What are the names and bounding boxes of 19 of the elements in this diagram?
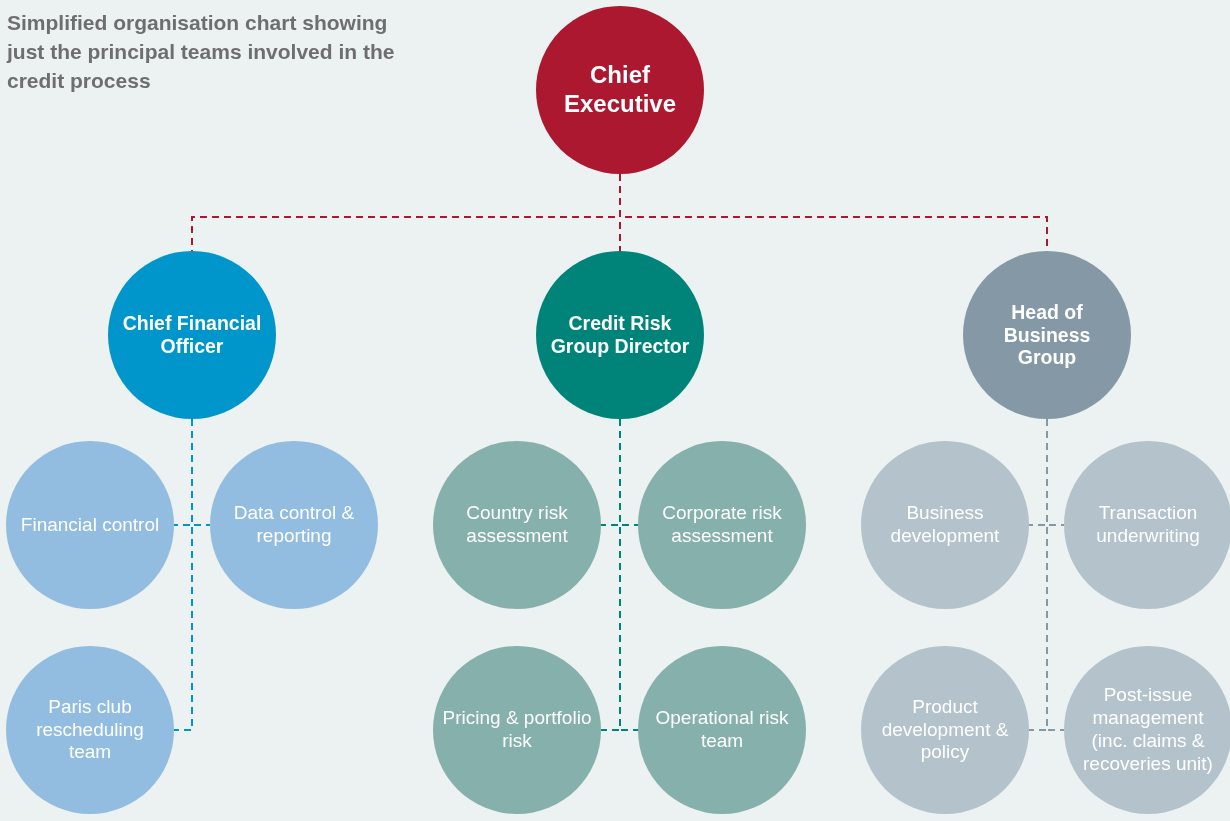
role-title: Chief Executive bbox=[562, 61, 678, 119]
team-name: Paris club rescheduling team bbox=[35, 695, 145, 765]
role-title: Head of Business Group bbox=[1002, 300, 1092, 370]
team-name: Post-issue management (inc. claims & recoveries unit) bbox=[1082, 684, 1214, 776]
team-name: Corporate risk assessment bbox=[661, 502, 783, 548]
team-name: Country risk assessment bbox=[465, 502, 569, 548]
chart-title: Simplified organisation chart showing just the principal teams involved in the credit process bbox=[7, 10, 396, 94]
connector-line bbox=[1046, 418, 1065, 731]
team-name: Product development & policy bbox=[880, 695, 1010, 765]
team-name: Pricing & portfolio risk bbox=[442, 707, 592, 753]
team-name: Business development bbox=[889, 502, 1001, 548]
connector-line bbox=[619, 418, 639, 731]
team-name: Data control & reporting bbox=[232, 502, 356, 548]
team-name: Transaction underwriting bbox=[1095, 502, 1201, 548]
role-title: Credit Risk Group Director bbox=[550, 312, 690, 358]
connector-line bbox=[173, 418, 193, 731]
team-name: Operational risk team bbox=[654, 707, 790, 753]
team-name: Financial control bbox=[20, 513, 160, 537]
role-title: Chief Financial Officer bbox=[122, 312, 262, 358]
